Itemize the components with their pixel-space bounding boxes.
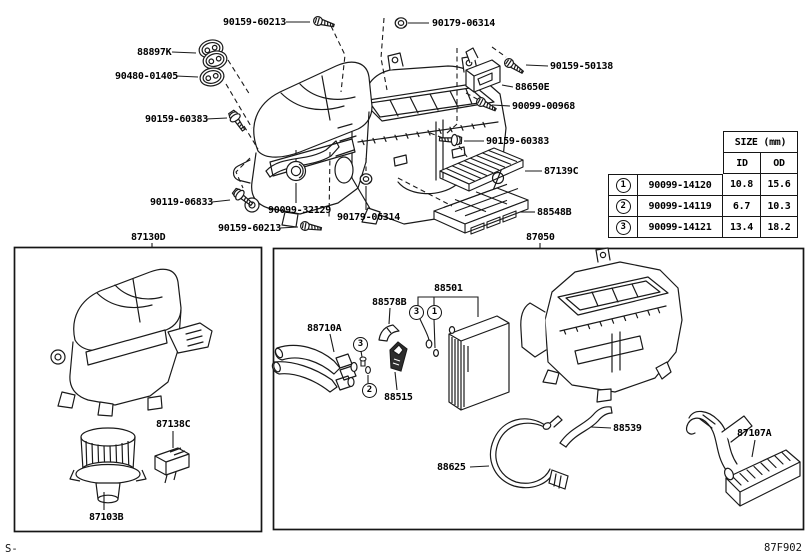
callout-grommet-center: 90099-32129 xyxy=(268,205,331,216)
heater-case-drawing xyxy=(520,247,683,403)
size-mark-row3: 3 xyxy=(615,219,631,235)
size-mark-3a: 3 xyxy=(409,305,424,320)
size-mark-row2: 2 xyxy=(615,198,631,214)
size-table-id-cell: 10.8 xyxy=(723,174,761,196)
callout-grommet-single: 90480-01405 xyxy=(115,71,178,82)
size-table-mark-cell: 1 xyxy=(608,174,638,196)
main-assembly-drawing xyxy=(232,52,507,229)
callout-heater-core: 87107A xyxy=(737,428,772,439)
blower-motor-drawing xyxy=(69,427,147,504)
size-table-od-cell: 10.3 xyxy=(761,196,798,217)
clip-drawing xyxy=(378,324,400,342)
callout-bolt-washer: 90119-06833 xyxy=(150,197,213,208)
callout-blower-resistor: 87138C xyxy=(156,419,191,430)
size-mark-1: 1 xyxy=(427,305,442,320)
size-table-col-od: OD xyxy=(761,153,798,174)
callout-screw-servo-lower: 90099-00968 xyxy=(512,101,575,112)
size-table-part-cell: 90099-14121 xyxy=(638,217,723,238)
expansion-valve-drawing xyxy=(389,341,408,372)
callout-grommet-double: 88897K xyxy=(137,47,172,58)
size-table-od-cell: 15.6 xyxy=(761,174,798,196)
callout-servo-motor: 88650E xyxy=(515,82,550,93)
size-table-od-cell: 18.2 xyxy=(761,217,798,238)
callout-nut-center: 90179-06314 xyxy=(337,212,400,223)
figure-code: 87F902 xyxy=(764,542,802,554)
stud-and-oring-drawing xyxy=(359,356,371,374)
fasteners-and-grommets xyxy=(196,14,526,234)
callout-evaporator: 88501 xyxy=(434,283,463,294)
filter-case-drawing xyxy=(433,183,529,235)
callout-expansion-valve: 88515 xyxy=(384,392,413,403)
heater-subassembly-box xyxy=(272,247,805,531)
evaporator-drawing xyxy=(425,315,510,411)
tube-assembly-drawing xyxy=(271,344,358,393)
callout-nut-top: 90179-06314 xyxy=(432,18,495,29)
blower-resistor-drawing xyxy=(154,447,190,484)
wire-harness-drawing xyxy=(489,415,569,490)
heater-core-drawing xyxy=(685,410,801,507)
callout-clip: 88578B xyxy=(372,297,407,308)
size-table-part-cell: 90099-14119 xyxy=(638,196,723,217)
size-table: SIZE (mm) ID OD 1 90099-14120 10.8 15.6 … xyxy=(608,131,798,239)
blower-subassembly-box xyxy=(13,246,263,533)
size-table-part-cell: 90099-14120 xyxy=(638,174,723,196)
callout-screw-bottom: 90159-60213 xyxy=(218,223,281,234)
callout-leader-lines xyxy=(103,21,756,510)
callout-screw-top: 90159-60213 xyxy=(223,17,286,28)
callout-blower-assembly: 87130D xyxy=(131,232,166,243)
callout-heater-assembly: 87050 xyxy=(526,232,555,243)
hose-drawing xyxy=(559,406,613,448)
callout-tube-assembly: 88710A xyxy=(307,323,342,334)
size-table-col-id: ID xyxy=(723,153,761,174)
callout-screw-servo: 90159-50138 xyxy=(550,61,613,72)
size-table-mark-cell: 3 xyxy=(608,217,638,238)
servo-motor-drawing xyxy=(465,47,501,93)
size-mark-row1: 1 xyxy=(615,177,631,193)
dashed-leader-lines xyxy=(225,17,507,221)
callout-air-filter: 87139C xyxy=(544,166,579,177)
corner-mark: S- xyxy=(5,543,18,555)
callout-bolt-right: 90159-60383 xyxy=(486,136,549,147)
callout-filter-case: 88548B xyxy=(537,207,572,218)
callout-wire-harness: 88625 xyxy=(437,462,466,473)
callout-hose: 88539 xyxy=(613,423,642,434)
size-table-mark-cell: 2 xyxy=(608,196,638,217)
size-mark-3b: 3 xyxy=(353,337,368,352)
size-table-title: SIZE (mm) xyxy=(723,131,798,153)
callout-bolt-upper-left: 90159-60383 xyxy=(145,114,208,125)
size-table-id-cell: 6.7 xyxy=(723,196,761,217)
callout-blower-motor: 87103B xyxy=(89,512,124,523)
size-mark-2: 2 xyxy=(362,383,377,398)
air-filter-drawing xyxy=(439,147,524,192)
blower-assembly-drawing xyxy=(50,268,213,417)
size-table-id-cell: 13.4 xyxy=(723,217,761,238)
